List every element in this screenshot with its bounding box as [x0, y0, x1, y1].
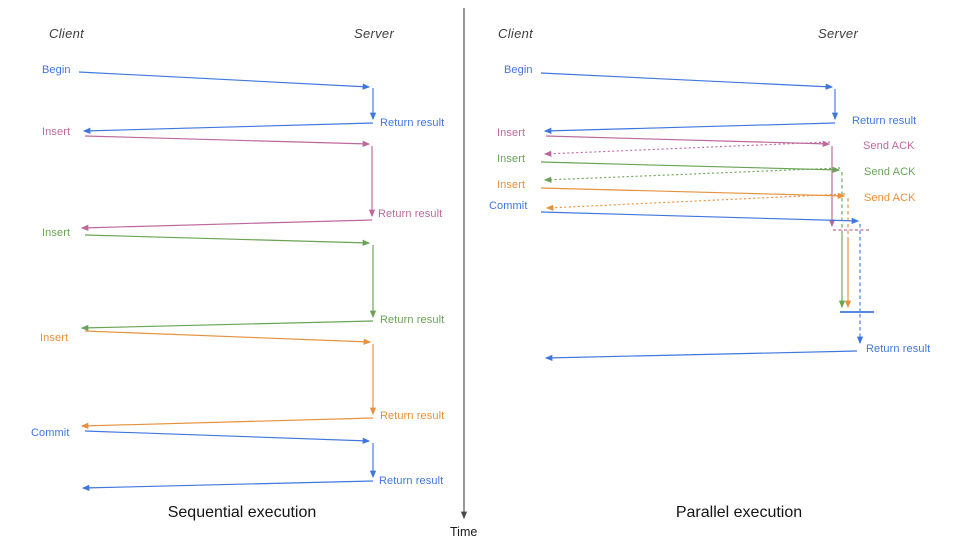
par-insert1-request [545, 135, 831, 147]
seq-begin-request [78, 71, 371, 90]
title-parallel-execution: Parallel execution [675, 504, 803, 521]
label-insert1-par: Insert [497, 127, 526, 139]
par-commit-return [544, 350, 858, 361]
par-commit-request [540, 211, 860, 224]
par-insert3-ack [545, 193, 846, 211]
seq-commit-request [84, 430, 371, 444]
label-begin-seq: Begin [42, 64, 71, 76]
label-insert2-seq: Insert [42, 227, 71, 239]
seq-insert1-request [84, 135, 371, 147]
label-return-result-insert3-seq: Return result [380, 410, 445, 422]
seq-commit-return [81, 480, 374, 491]
label-send-ack-insert3-par: Send ACK [864, 192, 916, 204]
label-send-ack-insert2-par: Send ACK [864, 166, 916, 178]
label-return-result-insert2-seq: Return result [380, 314, 445, 326]
par-insert3-request [540, 187, 846, 199]
client-header-parallel: Client [498, 26, 534, 41]
label-insert1-seq: Insert [42, 126, 71, 138]
label-send-ack-insert1-par: Send ACK [863, 140, 915, 152]
seq-insert3-request [84, 330, 372, 345]
label-return-result-begin-par: Return result [852, 115, 917, 127]
label-commit-seq: Commit [31, 427, 70, 439]
label-begin-par: Begin [504, 64, 533, 76]
label-return-result-begin-seq: Return result [380, 117, 445, 129]
label-insert3-par: Insert [497, 179, 526, 191]
server-header-parallel: Server [818, 26, 859, 41]
label-insert3-seq: Insert [40, 332, 69, 344]
label-return-result-commit-seq: Return result [379, 475, 444, 487]
server-header-sequential: Server [354, 26, 395, 41]
seq-insert1-return [80, 219, 373, 231]
time-axis-label: Time [450, 525, 478, 539]
label-insert2-par: Insert [497, 153, 526, 165]
par-insert1-ack [543, 141, 831, 157]
label-commit-par: Commit [489, 200, 528, 212]
par-insert2-ack [543, 167, 841, 183]
title-sequential-execution: Sequential execution [167, 504, 317, 521]
par-begin-request [540, 72, 834, 90]
label-return-result-insert1-seq: Return result [378, 208, 443, 220]
label-return-result-commit-par: Return result [866, 343, 931, 355]
seq-insert2-request [84, 234, 371, 246]
par-insert2-request [540, 161, 841, 173]
seq-insert2-return [80, 320, 374, 331]
par-begin-return [543, 122, 836, 134]
client-header-sequential: Client [49, 26, 85, 41]
seq-insert3-return [80, 417, 374, 429]
seq-begin-return [82, 122, 374, 134]
